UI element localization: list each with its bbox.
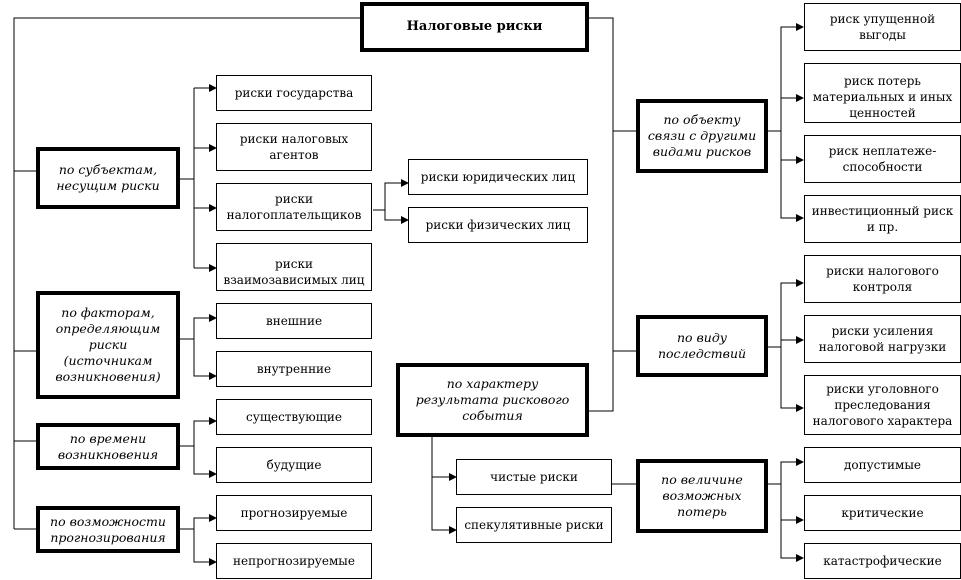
left-spine-line	[13, 17, 360, 529]
criterion-time-label: по времени возникновения	[57, 430, 159, 462]
factors-item: внешние	[216, 303, 372, 339]
criterion-time: по времени возникновения	[36, 423, 180, 470]
criterion-consequences-label: по виду последствий	[657, 330, 747, 361]
root-label: Налоговые риски	[406, 19, 543, 34]
criterion-losses: по величине возможных потерь	[636, 459, 768, 533]
consequences-item: риски уголовного преследования налоговог…	[804, 375, 961, 435]
object-item: риск неплатеже-способности	[804, 135, 961, 183]
root-node: Налоговые риски	[360, 2, 589, 52]
criterion-forecast: по возможности прогнозирования	[36, 506, 180, 553]
criterion-event-label: по характеру результата рискового событи…	[415, 376, 570, 423]
object-item: инвестиционный риск и пр.	[804, 195, 961, 243]
losses-item: допустимые	[804, 447, 961, 483]
taxpayers-item: риски физических лиц	[408, 207, 588, 243]
factors-item: внутренние	[216, 351, 372, 387]
criterion-object: по объекту связи с другими видами рисков	[636, 99, 768, 173]
forecast-item: непрогнозируемые	[216, 543, 372, 579]
criterion-subjects: по субъектам, несущим риски	[36, 147, 180, 209]
criterion-forecast-label: по возможности прогнозирования	[50, 513, 166, 545]
losses-item: критические	[804, 495, 961, 531]
consequences-item: риски налогового контроля	[804, 255, 961, 303]
criterion-event: по характеру результата рискового событи…	[396, 363, 589, 437]
subjects-item: риски налоговых агентов	[216, 123, 372, 171]
criterion-consequences: по виду последствий	[636, 315, 768, 377]
time-item: существующие	[216, 399, 372, 435]
right-spine-line	[589, 17, 614, 412]
criterion-factors: по факторам, определяющим риски (источни…	[36, 291, 180, 399]
criterion-subjects-label: по субъектам, несущим риски	[56, 162, 160, 193]
object-item: риск потерь материальных и иных ценносте…	[804, 63, 961, 123]
forecast-item: прогнозируемые	[216, 495, 372, 531]
event-item: спекулятивные риски	[456, 507, 612, 543]
losses-item: катастрофические	[804, 543, 961, 579]
subjects-item: риски государства	[216, 75, 372, 111]
criterion-factors-label: по факторам, определяющим риски (источни…	[55, 305, 161, 384]
time-item: будущие	[216, 447, 372, 483]
object-item: риск упущенной выгоды	[804, 3, 961, 51]
subjects-item: риски налогоплательщиков	[216, 183, 372, 231]
criterion-object-label: по объекту связи с другими видами рисков	[647, 112, 757, 159]
consequences-item: риски усиления налоговой нагрузки	[804, 315, 961, 363]
subjects-item: риски взаимозависимых лиц	[216, 243, 372, 291]
criterion-losses-label: по величине возможных потерь	[661, 472, 743, 519]
taxpayers-item: риски юридических лиц	[408, 159, 588, 195]
event-item: чистые риски	[456, 459, 612, 495]
